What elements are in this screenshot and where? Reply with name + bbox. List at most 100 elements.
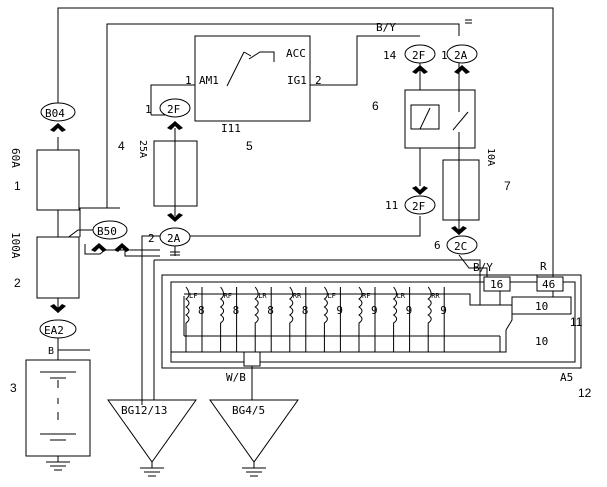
callout-6: 6 xyxy=(372,99,379,113)
coil-winding xyxy=(358,286,363,352)
pin-2f-right-mid: 11 xyxy=(385,199,398,212)
coil-number: 8 xyxy=(198,304,205,317)
arrow-up-icon xyxy=(454,65,470,74)
coil-winding xyxy=(288,286,294,352)
coil-winding xyxy=(392,286,398,352)
connector-2a-left-label: 2A xyxy=(167,232,181,245)
coil-number: 9 xyxy=(371,304,378,317)
coil-number: 9 xyxy=(336,304,343,317)
callout-11: 11 xyxy=(570,315,583,329)
fuse-25a-label: 25A xyxy=(137,140,148,158)
callout-4: 4 xyxy=(118,139,125,153)
switch-am1-label: AM1 xyxy=(199,74,219,87)
connector-b04 xyxy=(40,102,76,122)
switch-pin-ig1: 2 xyxy=(315,74,322,87)
callout-3: 3 xyxy=(10,381,17,395)
module-relay-upper-label: 10 xyxy=(535,300,548,313)
coil: RR8 xyxy=(288,286,308,352)
connector-ea2 xyxy=(39,319,77,339)
switch-ig1-label: IG1 xyxy=(287,74,307,87)
terminal-46-label: 46 xyxy=(542,278,555,291)
a5-module: 16 46 10 10 xyxy=(161,274,582,369)
coil-tag: LF xyxy=(327,292,335,300)
coil-tag: RR xyxy=(431,292,440,300)
callout-2: 2 xyxy=(14,276,21,290)
callout-1: 1 xyxy=(14,179,21,193)
coil-tag: LR xyxy=(258,292,267,300)
connector-2c-right-label: 2C xyxy=(454,240,467,253)
arrow-down-icon xyxy=(50,304,66,313)
arrow-up-icon xyxy=(167,121,183,130)
connector-2a-right-top-label: 2A xyxy=(454,49,468,62)
terminal-16-label: 16 xyxy=(490,278,503,291)
arrow-up-icon xyxy=(91,243,107,252)
connector-2f-right-mid xyxy=(404,195,436,215)
connector-2f-right-mid-label: 2F xyxy=(412,200,425,213)
fuse-60a-label: 60A xyxy=(9,148,22,168)
connector-2f-left-label: 2F xyxy=(167,103,180,116)
connector-b50 xyxy=(92,220,128,240)
terminal-46 xyxy=(536,276,564,292)
module-label: A5 xyxy=(560,371,573,384)
coil: LR9 xyxy=(392,286,413,352)
wire-color-b: B xyxy=(48,346,54,357)
wire-color-by-top: B/Y xyxy=(376,21,396,34)
switch-id-label: I11 xyxy=(221,122,241,135)
ground-triangle-1 xyxy=(107,399,197,463)
pin-2f-right-top: 14 xyxy=(383,49,397,62)
wire-color-by-right: B/Y xyxy=(473,261,493,274)
coil-number: 9 xyxy=(440,304,447,317)
switch-pin-am1: 1 xyxy=(185,74,192,87)
wire-color-wb: W/B xyxy=(226,371,246,384)
right-relay-group: B/Y 2F 14 2A 1 10A 2F 11 2C 6 B/Y R xyxy=(376,19,547,274)
arrow-down-icon xyxy=(451,226,467,235)
switch-acc-label: ACC xyxy=(286,47,306,60)
coil-number: 9 xyxy=(406,304,413,317)
ground-2-label: BG4/5 xyxy=(232,404,265,417)
left-column: B04 60A 100A EA2 B xyxy=(9,102,91,471)
junction-group: W/B xyxy=(141,256,500,400)
coil: RF8 xyxy=(219,286,240,352)
coil-winding xyxy=(219,286,225,352)
coil: RR9 xyxy=(427,286,447,352)
ground-1-label: BG12/13 xyxy=(121,404,167,417)
coil: LF9 xyxy=(323,286,343,352)
coil-tag: LR xyxy=(397,292,406,300)
connector-b50-label: B50 xyxy=(97,225,117,238)
module-outer-frame xyxy=(161,274,582,369)
coil: RF9 xyxy=(358,286,378,352)
module-inner-frame xyxy=(170,281,576,363)
grounds: BG12/13 BG4/5 xyxy=(107,399,299,477)
fuse-10a xyxy=(442,159,480,221)
connector-2a-right-top xyxy=(446,44,478,64)
coil: LR8 xyxy=(254,286,274,352)
connector-b04-label: B04 xyxy=(45,107,65,120)
arrow-down-icon xyxy=(167,213,183,222)
callouts: 1 2 3 4 5 6 7 11 12 xyxy=(10,99,592,400)
coil-winding xyxy=(254,286,259,352)
pin-2a-left: 2 xyxy=(148,232,155,245)
arrow-up-icon xyxy=(114,243,130,252)
arrow-down-icon xyxy=(412,186,428,195)
b50-group: B50 xyxy=(91,220,130,252)
pin-2a-right-top: 1 xyxy=(441,49,448,62)
coil-tag: RF xyxy=(224,292,232,300)
coil-tag: RF xyxy=(362,292,370,300)
coil-winding xyxy=(323,286,328,352)
connector-ea2-label: EA2 xyxy=(44,324,64,337)
arrow-up-icon xyxy=(50,123,66,132)
ground-triangle-2 xyxy=(209,399,299,463)
fuse-100a xyxy=(36,236,80,299)
ignition-switch: ACC 1 AM1 IG1 2 I11 xyxy=(185,35,322,135)
pin-2f-left: 1 xyxy=(145,103,152,116)
coil-number: 8 xyxy=(233,304,240,317)
coil-tag: RR xyxy=(293,292,302,300)
callout-7: 7 xyxy=(504,179,511,193)
callout-12: 12 xyxy=(578,386,592,400)
terminal-16 xyxy=(483,276,511,292)
coil-tag: LF xyxy=(189,292,197,300)
arrow-up-icon xyxy=(412,65,428,74)
fuse-60a xyxy=(36,149,80,211)
